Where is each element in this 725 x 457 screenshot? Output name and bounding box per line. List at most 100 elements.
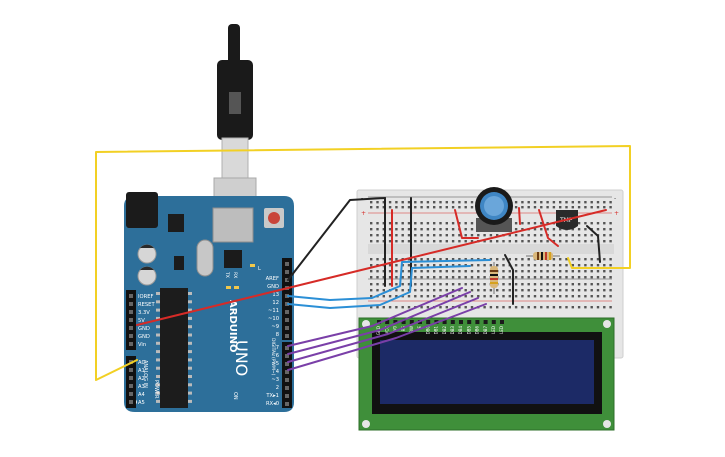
wire-black[interactable] xyxy=(504,254,514,305)
lcd-pin[interactable] xyxy=(491,320,496,324)
analog-pin-label: A0 xyxy=(138,360,145,366)
lcd-pin-label: DB1 xyxy=(434,326,439,335)
lcd-pin-label: VCC xyxy=(384,326,389,335)
power-pin-label: Vin xyxy=(138,342,146,348)
atmega-chip xyxy=(160,288,188,408)
usb-cable[interactable] xyxy=(213,24,257,213)
resistor-horizontal[interactable] xyxy=(526,252,560,260)
lcd-pin[interactable] xyxy=(426,320,431,324)
lcd-pin[interactable] xyxy=(442,320,447,324)
lcd-pin-label: DB7 xyxy=(483,326,488,335)
on-led-label: ON xyxy=(232,392,238,400)
wire-red[interactable] xyxy=(518,207,521,225)
lcd-pin[interactable] xyxy=(401,320,406,324)
wire-red[interactable] xyxy=(454,209,479,239)
resistor-vertical[interactable] xyxy=(490,262,498,294)
l-led xyxy=(250,264,255,267)
wire-black[interactable] xyxy=(586,225,601,263)
tx-led-label: TX xyxy=(224,271,230,278)
digital-pin-label: ~9 xyxy=(271,324,279,330)
power-pin-label: GND xyxy=(138,334,150,340)
digital-pin-label: RX◂0 xyxy=(266,401,279,407)
svg-text:+: + xyxy=(614,210,619,217)
digital-pin-label: ~6 xyxy=(271,353,279,359)
digital-pin-label: 7 xyxy=(276,345,279,351)
digital-pin-label: 12 xyxy=(272,300,279,306)
digital-pin-label: 4 xyxy=(276,369,280,375)
wire-yellow[interactable] xyxy=(95,145,631,381)
wire-black[interactable] xyxy=(287,197,386,281)
voltage-regulator xyxy=(168,214,184,232)
crystal xyxy=(196,239,214,277)
rx-led xyxy=(234,286,239,289)
lcd-pin[interactable] xyxy=(409,320,414,324)
lcd-pin-label: DB3 xyxy=(450,326,455,335)
lcd-pin-label: RW xyxy=(409,326,414,333)
wire-red[interactable] xyxy=(538,209,559,247)
wires xyxy=(95,145,631,381)
analog-header xyxy=(126,356,136,408)
brand-label: ARDUINO xyxy=(227,300,238,352)
lcd-pin[interactable] xyxy=(500,320,504,324)
lcd-pin[interactable] xyxy=(385,320,390,324)
wire-purple[interactable] xyxy=(287,287,463,347)
lcd-pin[interactable] xyxy=(475,320,480,324)
breadboard-holes xyxy=(370,201,612,309)
analog-title: ANALOG IN xyxy=(142,360,148,388)
reset-button[interactable] xyxy=(264,208,284,228)
analog-pin-label: A5 xyxy=(138,400,145,406)
digital-pin-label: 2 xyxy=(276,385,279,391)
wire-blue[interactable] xyxy=(287,259,491,301)
lcd-pin-label: V0 xyxy=(393,326,398,332)
digital-pin-label: 13 xyxy=(272,292,279,298)
digital-pin-label: ~11 xyxy=(268,308,279,314)
wire-purple[interactable] xyxy=(287,297,479,363)
digital-pin-label: GND xyxy=(267,284,279,290)
model-label: UNO xyxy=(232,340,251,376)
lcd-pin[interactable] xyxy=(459,320,463,324)
digital-pin-label: ~10 xyxy=(268,316,279,322)
power-pin-label: 5V xyxy=(138,318,145,324)
lcd-pin-label: LED xyxy=(491,326,496,334)
lcd-pin-label: DB0 xyxy=(425,326,430,335)
analog-pin-label: A3 xyxy=(138,384,145,390)
wire-blue[interactable] xyxy=(287,265,471,309)
digital-pin-label: AREF xyxy=(266,276,279,282)
usb-chip xyxy=(224,250,242,268)
lcd-pin-label: LED xyxy=(499,326,504,334)
rx-led-label: RX xyxy=(232,272,238,278)
wire-red[interactable] xyxy=(136,209,607,326)
lcd-pin[interactable] xyxy=(450,320,455,324)
svg-text:-: - xyxy=(614,195,616,202)
digital-title: DIGITAL (PWM~) xyxy=(270,338,276,376)
wire-purple[interactable] xyxy=(287,291,471,355)
power-pin-label: RESET xyxy=(138,302,155,308)
lcd-pin[interactable] xyxy=(467,320,472,324)
usb-port xyxy=(212,207,254,243)
analog-pin-label: A2 xyxy=(138,376,145,382)
power-pin-label: GND xyxy=(138,326,150,332)
digital-pin-label: ~3 xyxy=(271,377,279,383)
power-title: POWER xyxy=(153,380,159,399)
analog-pin-label: A4 xyxy=(138,392,146,398)
lcd-pin-label: E xyxy=(417,326,422,329)
lcd-pin[interactable] xyxy=(393,320,398,324)
lcd-pin-label: DB2 xyxy=(442,326,447,335)
lcd-pin-label: DB6 xyxy=(475,326,480,335)
analog-pin-label: A1 xyxy=(138,368,145,374)
potentiometer[interactable] xyxy=(475,187,513,232)
lcd-pin-label: DB4 xyxy=(458,326,463,335)
wire-purple[interactable] xyxy=(287,303,487,371)
svg-text:+: + xyxy=(361,210,366,217)
lcd-screen xyxy=(380,340,594,404)
digital-header-top xyxy=(282,258,292,340)
digital-header-bottom xyxy=(282,342,292,408)
power-pin-label: 3.3V xyxy=(138,310,150,316)
lcd-pin-label: DB5 xyxy=(466,326,471,335)
lcd-pin[interactable] xyxy=(483,320,488,324)
dc-jack xyxy=(126,192,158,228)
